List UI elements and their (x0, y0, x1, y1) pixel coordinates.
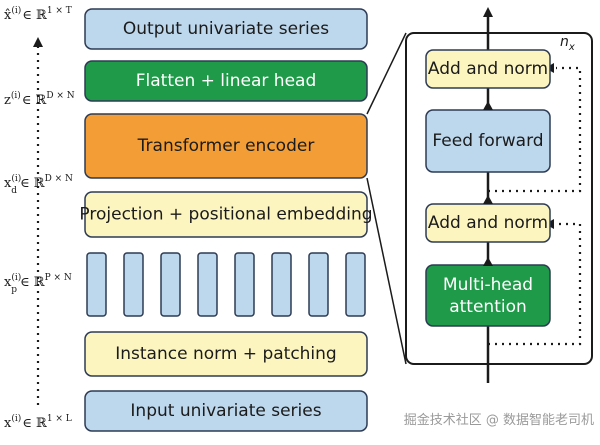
add-norm-top-block: Add and norm (425, 49, 551, 89)
flatten-linear-head-block: Flatten + linear head (84, 60, 368, 102)
zoom-connector-top (366, 32, 407, 115)
residual-connection-bottom (488, 222, 582, 346)
math-label-xp: x(i)p∈ ℝP × N (4, 272, 72, 295)
zoom-connector-bottom (366, 177, 407, 365)
svg-text:Multi-head: Multi-head (443, 275, 533, 295)
projection-embedding-block: Projection + positional embedding (79, 191, 373, 238)
svg-text:Projection + positional embedd: Projection + positional embedding (79, 205, 372, 225)
math-label-xhat: x̂(i)∈ ℝ1 × T (4, 5, 72, 23)
input-series-block: Input univariate series (84, 390, 368, 432)
svg-text:Input univariate series: Input univariate series (130, 401, 321, 421)
svg-text:x(i)d∈ ℝD × N: x(i)d∈ ℝD × N (4, 173, 73, 196)
patch-bar (123, 252, 144, 317)
patch-bar (234, 252, 255, 317)
math-label-x: x(i)∈ ℝ1 × L (4, 413, 72, 431)
svg-text:Feed forward: Feed forward (432, 131, 543, 151)
svg-text:x(i)p∈ ℝP × N: x(i)p∈ ℝP × N (4, 272, 72, 295)
instance-norm-patching-block: Instance norm + patching (84, 331, 368, 377)
patch-bar (308, 252, 329, 317)
svg-text:Flatten + linear head: Flatten + linear head (136, 71, 316, 91)
watermark: 掘金技术社区 @ 数据智能老司机 (404, 412, 594, 428)
svg-text:Output univariate series: Output univariate series (123, 19, 329, 39)
patch-bar (345, 252, 366, 317)
output-series-block: Output univariate series (84, 8, 368, 50)
patch-bar (86, 252, 107, 317)
multi-head-attention-block: Multi-head attention (425, 264, 551, 327)
svg-text:attention: attention (449, 297, 527, 317)
svg-text:Add and norm: Add and norm (428, 59, 548, 79)
repeat-count-label: nx (560, 34, 575, 53)
svg-text:Transformer encoder: Transformer encoder (137, 136, 315, 156)
patch-bar (271, 252, 292, 317)
math-label-xd: x(i)d∈ ℝD × N (4, 173, 73, 196)
svg-text:x̂(i)∈ ℝ1 × T: x̂(i)∈ ℝ1 × T (4, 5, 72, 23)
patch-bars (86, 252, 366, 317)
patch-bar (197, 252, 218, 317)
math-label-z: z(i)∈ ℝD × N (4, 90, 75, 108)
flow-arrowhead (483, 101, 493, 110)
svg-text:Instance norm + patching: Instance norm + patching (115, 344, 336, 364)
svg-text:Add and norm: Add and norm (428, 213, 548, 233)
svg-text:x(i)∈ ℝ1 × L: x(i)∈ ℝ1 × L (4, 413, 72, 431)
svg-text:z(i)∈ ℝD × N: z(i)∈ ℝD × N (4, 90, 75, 108)
add-norm-bottom-block: Add and norm (425, 203, 551, 243)
transformer-encoder-block: Transformer encoder (84, 113, 368, 179)
flow-arrowhead (483, 257, 493, 266)
feed-forward-block: Feed forward (425, 109, 551, 173)
flow-arrowhead (483, 195, 493, 204)
patch-bar (160, 252, 181, 317)
